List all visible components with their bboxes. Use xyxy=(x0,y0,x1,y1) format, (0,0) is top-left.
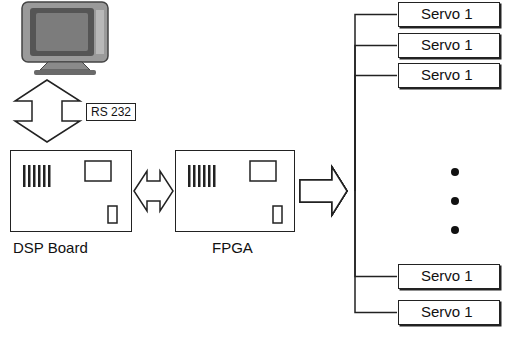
servo-box: Servo 1 xyxy=(398,2,500,27)
servo-box: Servo 1 xyxy=(398,300,500,325)
board-components xyxy=(176,151,294,231)
servo-name: Servo 1 xyxy=(421,268,473,285)
servo-name: Servo 1 xyxy=(421,6,473,23)
connector xyxy=(300,15,397,216)
connector xyxy=(300,46,397,216)
board-name: FPGA xyxy=(212,239,253,256)
interface-label: RS 232 xyxy=(86,103,136,121)
monitor-icon xyxy=(22,2,108,75)
servo-name: Servo 1 xyxy=(421,304,473,321)
connector xyxy=(300,167,397,313)
servo-name: Servo 1 xyxy=(421,67,473,84)
board-box: FPGA xyxy=(175,150,295,232)
board-name: DSP Board xyxy=(13,239,88,256)
board-components xyxy=(11,151,131,231)
board-box: DSP Board xyxy=(10,150,132,232)
connector xyxy=(300,167,397,277)
servo-name: Servo 1 xyxy=(421,37,473,54)
servo-box: Servo 1 xyxy=(398,33,500,58)
connector xyxy=(134,171,173,211)
double-arrow xyxy=(15,80,80,142)
servo-box: Servo 1 xyxy=(398,63,500,88)
connector xyxy=(300,76,397,216)
servo-box: Servo 1 xyxy=(398,264,500,289)
ellipsis-dots xyxy=(451,168,459,234)
